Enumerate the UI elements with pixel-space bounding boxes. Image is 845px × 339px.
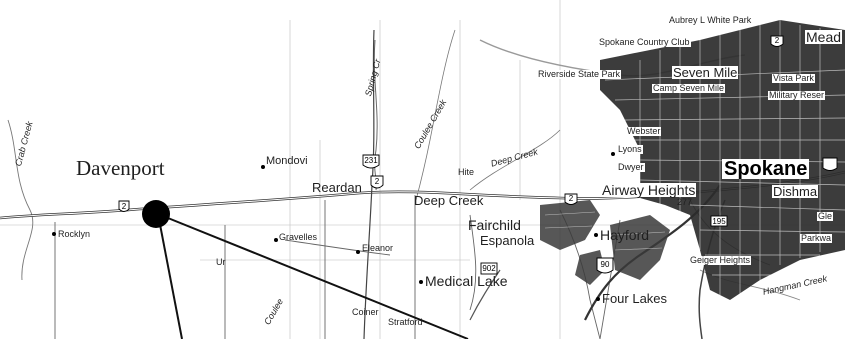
place-lyons[interactable]: Lyons <box>617 144 643 154</box>
place-mondovi[interactable]: Mondovi <box>266 155 308 167</box>
place-reardan[interactable]: Reardan <box>312 180 362 195</box>
place-aubrey-white-park[interactable]: Aubrey L White Park <box>668 15 753 25</box>
i90-shield: 90 <box>600 260 610 269</box>
place-medical-lake[interactable]: Medical Lake <box>425 273 508 289</box>
highway-902 <box>469 269 501 321</box>
place-eleanor[interactable]: Eleanor <box>362 243 394 253</box>
place-lower-left-b[interactable]: Coiner <box>352 307 379 317</box>
coulee-creek-line <box>415 29 456 201</box>
place-gravelles[interactable]: Gravelles <box>279 232 318 242</box>
route-shields <box>118 35 838 275</box>
location-dot-icon <box>142 200 170 228</box>
us195-shield: 195 <box>712 217 726 226</box>
place-hayford[interactable]: Hayford <box>600 227 650 243</box>
crab-creek-line <box>7 119 34 281</box>
place-deep-creek[interactable]: Deep Creek <box>414 193 484 208</box>
place-lower-left-a[interactable]: Ur <box>216 257 226 267</box>
place-dishman[interactable]: Dishma <box>772 184 819 199</box>
place-riverside-state-park[interactable]: Riverside State Park <box>537 69 622 79</box>
us2-west-shield: 2 <box>121 202 127 211</box>
place-espanola[interactable]: Espanola <box>480 233 535 248</box>
place-camp-seven-mile[interactable]: Camp Seven Mile <box>652 83 726 93</box>
place-lower-left-c[interactable]: Stratford <box>388 317 423 327</box>
us2-reardan-shield: 2 <box>374 177 380 186</box>
place-mead[interactable]: Mead <box>805 29 843 45</box>
place-glen[interactable]: Gle <box>817 211 834 221</box>
place-airway-heights[interactable]: Airway Heights <box>601 182 697 198</box>
place-geiger-heights[interactable]: Geiger Heights <box>689 255 752 265</box>
us2-east-shield: 2 <box>568 194 574 203</box>
place-seven-mile[interactable]: Seven Mile <box>672 65 739 80</box>
callout-line-right <box>157 213 469 339</box>
place-vista-park[interactable]: Vista Park <box>772 73 815 83</box>
place-four-lakes[interactable]: Four Lakes <box>602 291 668 306</box>
sr902-shield: 902 <box>482 264 496 273</box>
deep-creek-line <box>469 129 561 191</box>
place-hite[interactable]: Hite <box>458 167 475 177</box>
place-dwyer[interactable]: Dwyer <box>617 162 645 172</box>
place-webster[interactable]: Webster <box>626 126 662 136</box>
callout-line-left <box>157 213 183 339</box>
place-spokane-country-club[interactable]: Spokane Country Club <box>598 37 691 47</box>
sr231-shield: 231 <box>364 156 378 165</box>
place-military-reservation[interactable]: Military Reser <box>768 90 826 100</box>
us2-north-shield: 2 <box>774 36 780 45</box>
place-parkwater[interactable]: Parkwa <box>800 233 833 243</box>
sr277-label: 277 <box>677 197 693 207</box>
place-fairchild[interactable]: Fairchild <box>468 217 521 233</box>
place-rocklyn[interactable]: Rocklyn <box>58 229 91 239</box>
place-spokane[interactable]: Spokane <box>722 158 810 180</box>
place-davenport[interactable]: Davenport <box>76 156 165 180</box>
